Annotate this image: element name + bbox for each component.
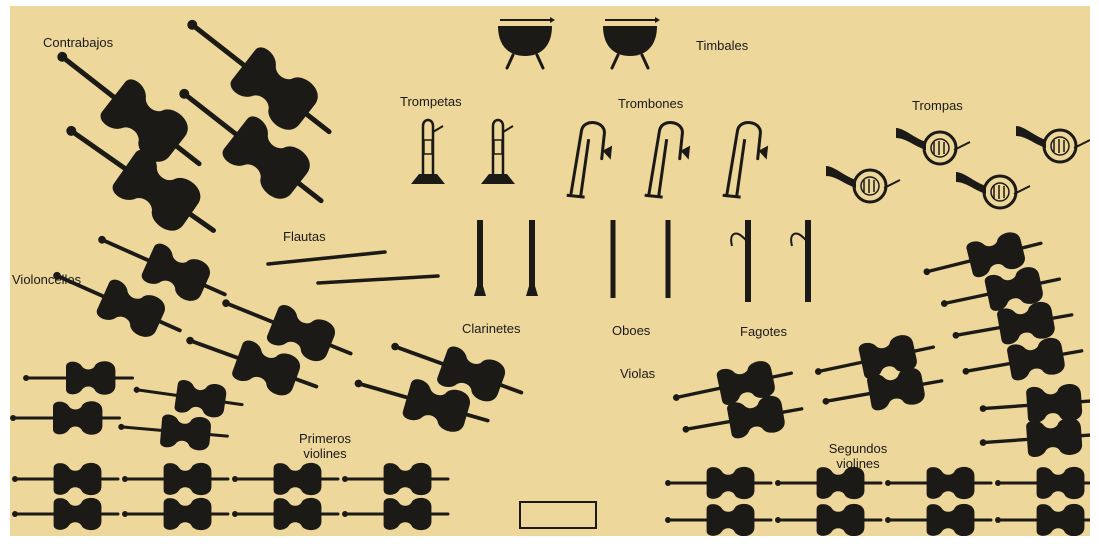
label-trompas: Trompas bbox=[912, 98, 963, 113]
label-contrabajos: Contrabajos bbox=[43, 35, 113, 50]
diagram-canvas bbox=[10, 6, 1090, 536]
label-primeros-violines: Primeros violines bbox=[290, 431, 360, 461]
label-flautas: Flautas bbox=[283, 229, 326, 244]
label-primeros-line2: violines bbox=[290, 446, 360, 461]
label-trombones: Trombones bbox=[618, 96, 683, 111]
label-fagotes: Fagotes bbox=[740, 324, 787, 339]
label-segundos-line2: violines bbox=[818, 456, 898, 471]
label-trompetas: Trompetas bbox=[400, 94, 462, 109]
label-clarinetes: Clarinetes bbox=[462, 321, 521, 336]
orchestra-seating-diagram: Contrabajos Timbales Trompetas Trombones… bbox=[10, 6, 1090, 536]
label-segundos-line1: Segundos bbox=[818, 441, 898, 456]
label-violas: Violas bbox=[620, 366, 655, 381]
label-segundos-violines: Segundos violines bbox=[818, 441, 898, 471]
oboe-icon bbox=[611, 220, 616, 298]
oboe-icon bbox=[666, 220, 671, 298]
label-timbales: Timbales bbox=[696, 38, 748, 53]
label-violoncellos: Violoncellos bbox=[12, 272, 81, 287]
label-oboes: Oboes bbox=[612, 323, 650, 338]
label-primeros-line1: Primeros bbox=[290, 431, 360, 446]
